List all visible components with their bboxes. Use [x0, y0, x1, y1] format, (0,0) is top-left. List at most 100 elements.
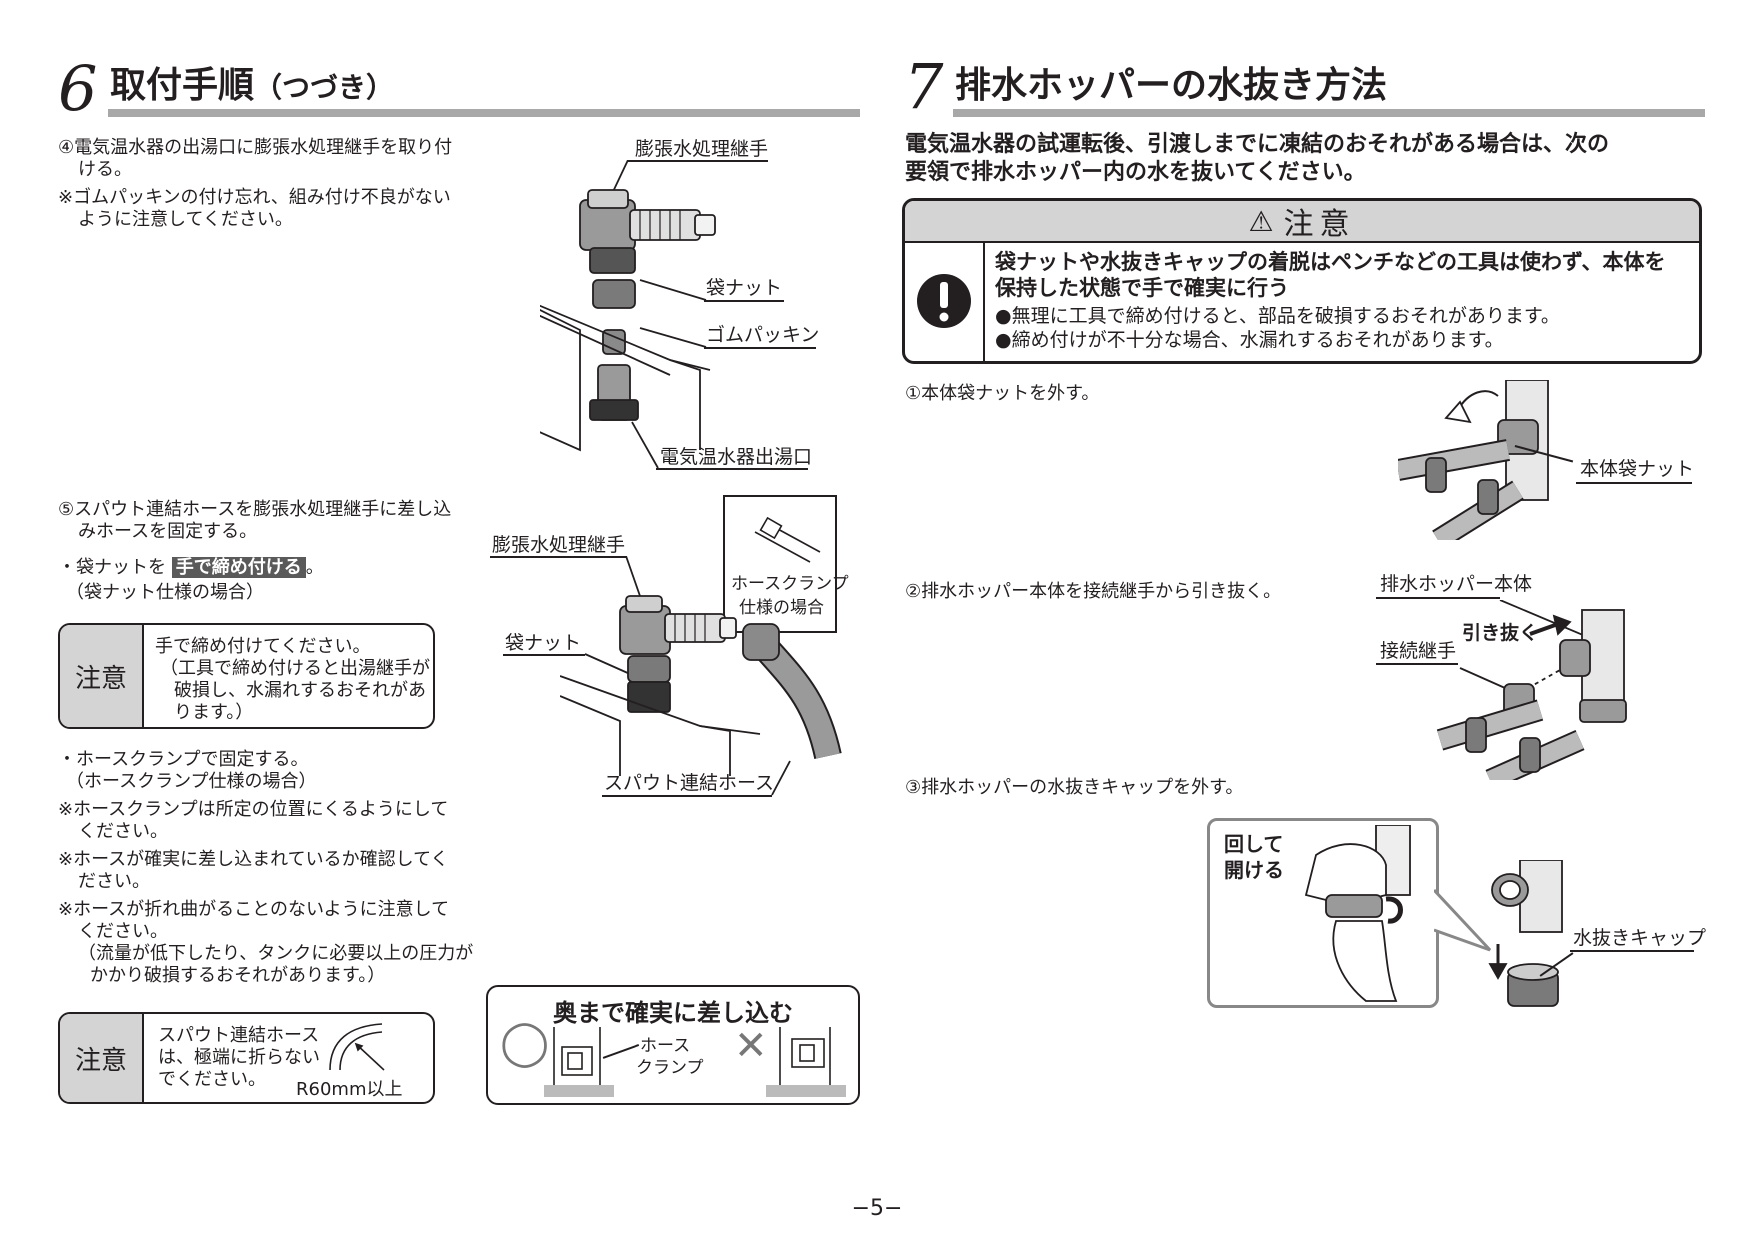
step5-note3a: ※ホースが折れ曲がることのないように注意して [58, 899, 450, 920]
fig2-leader-joint [490, 556, 626, 558]
label-turn-1: 回して [1224, 832, 1284, 856]
caution-box-1-head: 注意 [60, 625, 144, 727]
step5-note3d: かかり破損するおそれがあります。） [90, 965, 386, 986]
insert-label-2: クランプ [636, 1058, 704, 1078]
hose-clamp-icon [754, 516, 821, 563]
label-cap-underline [1570, 950, 1694, 952]
caution-box-2: 注意 スパウト連結ホース は、極端に折らない でください。 R60mm以上 [58, 1012, 435, 1104]
hand-turning-icon [1304, 825, 1411, 1002]
step1-text: ①本体袋ナットを外す。 [905, 383, 1100, 404]
step4-note1: ※ゴムパッキンの付け忘れ、組み付け不良がない [58, 187, 451, 208]
step5-note3b: ください。 [78, 921, 168, 942]
step5-bullet2-sub: （ホースクランプ仕様の場合） [66, 771, 317, 792]
ng-mark-icon: ✕ [734, 1023, 768, 1069]
caution-panel-header: ⚠ 注意 [905, 201, 1699, 243]
caution2-l2: は、極端に折らない [158, 1047, 320, 1068]
step5-line2: みホースを固定する。 [78, 521, 258, 542]
caution2-l3: でください。 [158, 1069, 266, 1090]
fig1-joint-illustration [540, 160, 716, 469]
fig2-inset-label2: 仕様の場合 [739, 598, 824, 618]
fig2-hose-illustration [560, 556, 842, 796]
intro-line1: 電気温水器の試運転後、引渡しまでに凍結のおそれがある場合は、次の [905, 132, 1610, 157]
label-turn-2: 開ける [1224, 858, 1284, 882]
step4-note2: ように注意してください。 [78, 209, 293, 230]
caution1-l3: 破損し、水漏れするおそれがあ [174, 680, 426, 701]
caution-icon-cell [905, 241, 985, 361]
step2-text: ②排水ホッパー本体を接続継手から引き抜く。 [905, 581, 1282, 602]
fig1-leader-joint [628, 160, 768, 162]
fig1-label-joint: 膨張水処理継手 [635, 138, 769, 160]
caution-panel: ⚠ 注意 袋ナットや水抜きキャップの着脱はペンチなどの工具は使わず、本体を 保持… [902, 198, 1702, 364]
label-hopper-body: 排水ホッパー本体 [1380, 573, 1533, 595]
step5-line1: ⑤スパウト連結ホースを膨張水処理継手に差し込 [58, 499, 452, 520]
caution1-l2: （工具で締め付けると出湯継手が [160, 658, 430, 679]
intro-line2: 要領で排水ホッパー内の水を抜いてください。 [905, 160, 1366, 185]
section-number-7: 7 [904, 50, 944, 123]
zoom-callout-pointer [1434, 888, 1492, 952]
caution-box-1: 注意 手で締め付けてください。 （工具で締め付けると出湯継手が 破損し、水漏れす… [58, 623, 435, 729]
section-title-main: 取付手順 [110, 65, 255, 106]
step4-line2: ける。 [78, 159, 132, 180]
step3-illustration [1488, 860, 1563, 1007]
fig2-label-joint: 膨張水処理継手 [492, 534, 626, 556]
step2-illustration [1436, 600, 1627, 780]
caution-note-2: ●締め付けが不十分な場合、水漏れするおそれがあります。 [995, 329, 1504, 351]
section-number-6: 6 [58, 52, 98, 125]
step5-bullet1: ・袋ナットを 手で締め付ける。 [58, 556, 324, 579]
step5-note2b: ださい。 [78, 871, 150, 892]
section-title-6: 取付手順（つづき） [110, 66, 394, 108]
ok-mark-icon: ◯ [500, 1017, 550, 1068]
page-number: −5− [851, 1196, 903, 1221]
caution2-l1: スパウト連結ホース [158, 1025, 320, 1046]
step5-note1a: ※ホースクランプは所定の位置にくるようにして [58, 799, 449, 820]
caution-note-1: ●無理に工具で締め付けると、部品を破損するおそれがあります。 [995, 305, 1560, 327]
section-title-sub: （つづき） [254, 71, 395, 104]
bullet1-pre: ・袋ナットを [58, 557, 166, 578]
caution2-radius: R60mm以上 [296, 1079, 403, 1100]
caution-box-2-head: 注意 [60, 1014, 144, 1102]
insert-label-1: ホース [640, 1036, 691, 1056]
bullet1-post: 。 [305, 557, 324, 578]
label-hopper-body-underline [1376, 597, 1500, 599]
exclamation-icon [917, 274, 971, 328]
fig1-label-packing: ゴムパッキン [706, 324, 820, 346]
bullet1-highlight: 手で締め付ける [171, 557, 306, 578]
ng-insert-diagram [766, 1027, 846, 1097]
caution-bold-1: 袋ナットや水抜きキャップの着脱はペンチなどの工具は使わず、本体を [995, 250, 1666, 274]
fig1-label-nut: 袋ナット [706, 277, 783, 299]
step3-text: ③排水ホッパーの水抜きキャップを外す。 [905, 777, 1244, 798]
fig2-inset-label1: ホースクランプ [731, 574, 849, 594]
caution1-l1: 手で締め付けてください。 [155, 636, 371, 657]
insert-box: 奥まで確実に差し込む ◯ ホース クランプ ✕ [486, 985, 860, 1105]
fig2-leader-hose [602, 795, 772, 797]
fig1-leader-nut [704, 300, 784, 302]
fig1-leader-packing [704, 347, 816, 349]
insert-box-title: 奥まで確実に差し込む [553, 999, 793, 1027]
warning-triangle-icon: ⚠ [1248, 204, 1274, 238]
label-body-nut: 本体袋ナット [1580, 458, 1695, 480]
label-cap: 水抜きキャップ [1573, 927, 1707, 949]
caution-panel-title: 注意 [1283, 207, 1356, 242]
fig2-label-nut: 袋ナット [505, 632, 582, 654]
label-joint: 接続継手 [1380, 640, 1457, 662]
label-joint-underline [1376, 663, 1458, 665]
caution1-l4: ります。） [174, 702, 254, 723]
caution-bold-2: 保持した状態で手で確実に行う [995, 276, 1289, 300]
section-rule-6 [108, 109, 860, 117]
fig2-inset-box: ホースクランプ 仕様の場合 [723, 495, 849, 633]
step5-bullet2: ・ホースクランプで固定する。 [58, 749, 309, 770]
fig2-leader-nut [503, 654, 585, 656]
section-title-7: 排水ホッパーの水抜き方法 [955, 65, 1388, 106]
section-rule-7 [953, 109, 1705, 117]
bend-radius-icon [329, 1023, 385, 1071]
step5-note2a: ※ホースが確実に差し込まれているか確認してく [58, 849, 449, 870]
step5-bullet1-sub: （袋ナット仕様の場合） [66, 582, 264, 603]
step1-illustration [1398, 380, 1549, 540]
step3-zoom-box: 回して 開ける [1207, 818, 1439, 1008]
fig1-label-outlet: 電気温水器出湯口 [660, 446, 813, 468]
step5-note1b: ください。 [78, 821, 168, 842]
step5-note3c: （流量が低下したり、タンクに必要以上の圧力が [78, 943, 474, 964]
step4-line1: ④電気温水器の出湯口に膨張水処理継手を取り付 [58, 137, 453, 158]
label-pull: 引き抜く [1462, 622, 1539, 644]
ok-insert-diagram [544, 1027, 614, 1097]
